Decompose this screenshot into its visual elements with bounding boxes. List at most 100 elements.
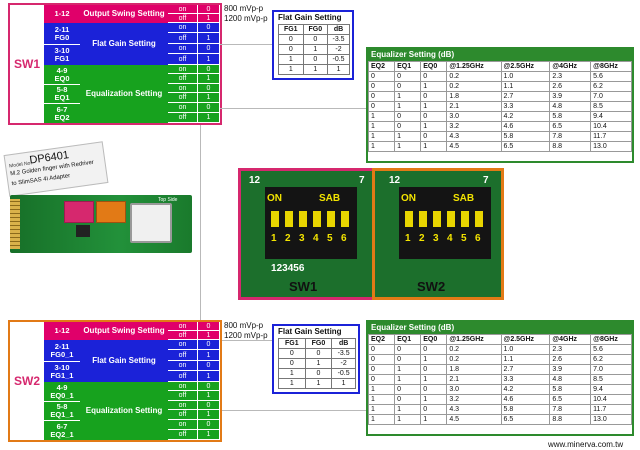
sw1-state-on: on <box>168 44 198 54</box>
sw2-value-1: 1 <box>198 391 220 401</box>
sw1-value-1: 1 <box>198 93 220 103</box>
switch-number: 2 <box>419 233 425 244</box>
header-fg0: FG0 <box>302 24 329 35</box>
sw2-value-1: 1 <box>198 410 220 420</box>
sw1-state-on: on <box>168 103 198 113</box>
sw1-value-0: 0 <box>198 44 220 54</box>
sw2-value-0: 0 <box>198 420 220 430</box>
redriver-chip <box>76 225 90 237</box>
switch-number: 1 <box>405 233 411 244</box>
sw2-value-0: 0 <box>198 401 220 410</box>
pin-12-label: 12 <box>249 175 261 186</box>
sw1-value-0: 0 <box>198 65 220 74</box>
sw1-state-off: off <box>168 54 198 65</box>
sw1-value-0: 0 <box>198 5 220 14</box>
switch-lever <box>299 211 307 227</box>
switch-lever <box>419 211 427 227</box>
switch-number: 2 <box>285 233 291 244</box>
sw2-state-on: on <box>168 401 198 410</box>
header-db: dB <box>331 338 356 349</box>
switch-lever <box>405 211 413 227</box>
sw1-state-off: off <box>168 33 198 44</box>
sw1-equalization-setting: Equalization Setting <box>80 65 168 123</box>
sw2-state-off: off <box>168 430 198 440</box>
sw2-state-off: off <box>168 371 198 382</box>
sw2-state-on: on <box>168 361 198 371</box>
sw2-value-1: 1 <box>198 350 220 361</box>
pin-numbers: 123456 <box>271 263 305 274</box>
sw1-flat-gain-setting: Flat Gain Setting <box>80 23 168 65</box>
pin-12-label: 12 <box>389 175 401 186</box>
switch-lever <box>285 211 293 227</box>
sw2-equalization-setting: Equalization Setting <box>80 382 168 440</box>
sw1-value-1: 1 <box>198 113 220 123</box>
sw2-label: SW2 <box>13 374 40 388</box>
top-side-label: Top Side <box>158 197 178 203</box>
switch-number: 3 <box>433 233 439 244</box>
sw2-state-on: on <box>168 340 198 350</box>
switch-number: 1 <box>271 233 277 244</box>
sw1-value-0: 0 <box>198 103 220 113</box>
sab-label: SAB <box>453 193 475 204</box>
sw2-voltage-on: 800 mVp-p <box>224 321 264 330</box>
sw1-output-swing-setting: Output Swing Setting <box>80 5 168 23</box>
sw1-state-on: on <box>168 5 198 14</box>
switch-number: 3 <box>299 233 305 244</box>
sw1-value-1: 1 <box>198 33 220 44</box>
sw1-photo: 12 7 ON SAB 1 2 3 4 5 6 123456 SW1 <box>238 168 378 300</box>
sw2-output-swing-setting: Output Swing Setting <box>80 322 168 340</box>
header-db: dB <box>327 24 350 35</box>
sw1-pin-1-12: 1-12 <box>44 5 80 23</box>
flat-gain-title: Flat Gain Setting <box>278 327 342 336</box>
switch-number: 6 <box>341 233 347 244</box>
sw2-voltage-off: 1200 mVp-p <box>224 331 268 340</box>
equalizer-title: Equalizer Setting (dB) <box>368 322 632 334</box>
switch-lever <box>461 211 469 227</box>
pin-7-label: 7 <box>483 175 489 186</box>
switch-lever <box>475 211 483 227</box>
switch-lever <box>327 211 335 227</box>
sw1-state-off: off <box>168 93 198 103</box>
adapter-card-photo: Top Side <box>10 195 192 253</box>
pin-7-label: 7 <box>359 175 365 186</box>
switch-number: 5 <box>461 233 467 244</box>
connector-line <box>220 340 272 341</box>
sw1-dip-switch <box>64 201 94 223</box>
sw2-state-on: on <box>168 420 198 430</box>
equalizer-title: Equalizer Setting (dB) <box>368 49 632 61</box>
sw1-state-off: off <box>168 14 198 23</box>
sw1-value-1: 1 <box>198 74 220 84</box>
connector-line <box>220 410 368 411</box>
sw1-voltage-on: 800 mVp-p <box>224 4 264 13</box>
slimsas-connector <box>130 203 172 243</box>
sw2-value-0: 0 <box>198 340 220 350</box>
sw2-value-0: 0 <box>198 382 220 391</box>
switch-number: 4 <box>313 233 319 244</box>
sw2-value-1: 1 <box>198 371 220 382</box>
sw1-photo-label: SW1 <box>289 279 318 294</box>
sw2-state-on: on <box>168 382 198 391</box>
sw1-value-1: 1 <box>198 14 220 23</box>
sw2-photo-label: SW2 <box>417 279 446 294</box>
gold-finger <box>10 199 20 249</box>
sw2-dip-switch <box>96 201 126 223</box>
switch-lever <box>447 211 455 227</box>
sw1-value-1: 1 <box>198 54 220 65</box>
